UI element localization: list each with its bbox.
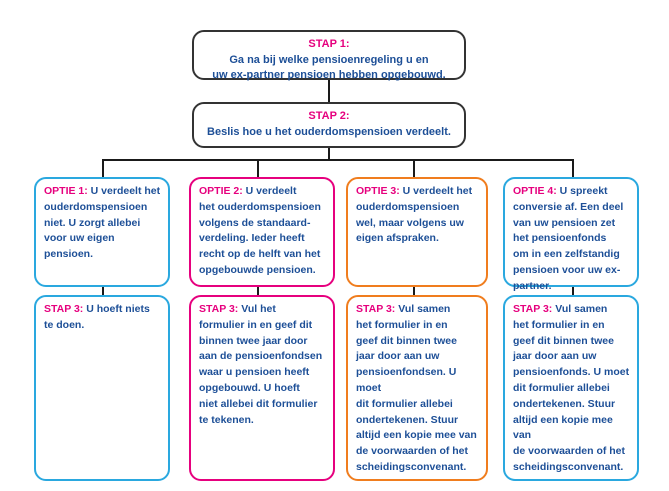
- connector-horizontal: [102, 159, 574, 161]
- step3-2-line-3: binnen twee jaar door: [199, 334, 308, 347]
- option-1-label: OPTIE 1:: [44, 185, 88, 197]
- step3-2-label: STAP 3:: [199, 303, 239, 315]
- step3-4-line-10: scheidingsconvenant.: [513, 460, 624, 473]
- option-4-box: OPTIE 4: U spreekt conversie af. Een dee…: [503, 177, 639, 292]
- option-1-line-1: OPTIE 1: U verdeelt het: [44, 185, 161, 197]
- step3-2-line-8: te tekenen.: [199, 413, 254, 426]
- stap1-heading: STAP 1:: [308, 38, 350, 50]
- option-2-label: OPTIE 2:: [199, 185, 243, 197]
- step3-3-line-10: scheidingsconvenant.: [356, 460, 467, 473]
- connector-branch-3: [413, 159, 415, 177]
- stap1-line-2: uw ex-partner pensioen hebben opgebouwd.: [212, 69, 446, 81]
- step3-2-box: STAP 3: Vul het formulier in en geef dit…: [189, 295, 335, 481]
- option-2-line-6: opgebouwde pensioen.: [199, 263, 316, 276]
- option-2-box: OPTIE 2: U verdeelt het ouderdomspensioe…: [189, 177, 335, 287]
- option-4-line-2: conversie af. Een deel: [513, 200, 624, 213]
- option-2-line-5: recht op de helft van het: [199, 248, 321, 261]
- option-2-line-2: het ouderdomspensioen: [199, 200, 321, 213]
- option-4-line-6: pensioen voor uw ex-: [513, 263, 621, 276]
- option-1-line-5: pensioen.: [44, 248, 94, 261]
- option-3-line-4: eigen afspraken.: [356, 232, 439, 245]
- option-4-line-1: OPTIE 4: U spreekt: [513, 185, 608, 197]
- option-1-line-4: voor uw eigen: [44, 232, 115, 245]
- option-3-box: OPTIE 3: U verdeelt het ouderdomspensioe…: [346, 177, 488, 287]
- step3-2-line-1: STAP 3: Vul het: [199, 303, 276, 315]
- connector-branch-4: [572, 159, 574, 177]
- option-4-line-3: van uw pensioen zet: [513, 216, 616, 229]
- step3-4-line-5: pensioenfonds. U moet: [513, 366, 630, 379]
- step3-4-line-3: geef dit binnen twee: [513, 334, 614, 347]
- step3-3-box: STAP 3: Vul samen het formulier in en ge…: [346, 295, 488, 481]
- step3-2-line-6: opgebouwd. U hoeft: [199, 381, 300, 394]
- step3-1-label: STAP 3:: [44, 303, 84, 315]
- step3-4-line-7: ondertekenen. Stuur: [513, 397, 616, 410]
- stap1-box: STAP 1: Ga na bij welke pensioenregeling…: [192, 30, 466, 81]
- connector-option-4-step: [572, 287, 574, 295]
- option-3-label: OPTIE 3:: [356, 185, 400, 197]
- option-3-line-3: wel, maar volgens uw: [356, 216, 464, 229]
- step3-1-line-1: STAP 3: U hoeft niets: [44, 303, 150, 315]
- step3-2-line-5: waar u pensioen heeft: [199, 366, 310, 379]
- option-1-box: OPTIE 1: U verdeelt het ouderdomspensioe…: [34, 177, 170, 287]
- step3-1-line-2: te doen.: [44, 318, 85, 331]
- connector-branch-1: [102, 159, 104, 177]
- step3-3-line-8: altijd een kopie mee van: [356, 429, 477, 442]
- step3-3-line-7: ondertekenen. Stuur: [356, 413, 459, 426]
- stap2-line-1: Beslis hoe u het ouderdomspensioen verde…: [207, 125, 451, 138]
- option-4-label: OPTIE 4:: [513, 185, 557, 197]
- step3-3-line-2: het formulier in en: [356, 318, 448, 331]
- step3-2-line-4: aan de pensioenfondsen: [199, 350, 323, 363]
- step3-3-line-1: STAP 3: Vul samen: [356, 303, 451, 315]
- step3-4-line-6: dit formulier allebei: [513, 381, 610, 394]
- step3-3-line-3: geef dit binnen twee: [356, 334, 457, 347]
- connector-stap1-stap2: [328, 80, 330, 102]
- step3-2-line-2: formulier in en geef dit: [199, 318, 313, 331]
- step3-4-line-2: het formulier in en: [513, 318, 605, 331]
- step3-2-line-7: niet allebei dit formulier: [199, 397, 318, 410]
- step3-1-box: STAP 3: U hoeft niets te doen.: [34, 295, 170, 481]
- option-4-line-7: partner.: [513, 279, 552, 292]
- step3-4-label: STAP 3:: [513, 303, 553, 315]
- option-1-line-3: niet. U zorgt allebei: [44, 216, 141, 229]
- option-2-line-4: verdeling. Ieder heeft: [199, 232, 305, 245]
- step3-3-line-4: jaar door aan uw: [356, 350, 440, 363]
- step3-3-line-5: pensioenfondsen. U moet: [356, 366, 457, 394]
- connector-option-3-step: [413, 287, 415, 295]
- step3-3-label: STAP 3:: [356, 303, 396, 315]
- option-4-line-4: het pensioenfonds: [513, 232, 607, 245]
- option-4-line-5: om in een zelfstandig: [513, 248, 620, 261]
- step3-4-line-4: jaar door aan uw: [513, 350, 597, 363]
- step3-3-line-6: dit formulier allebei: [356, 397, 453, 410]
- step3-4-line-9: de voorwaarden of het: [513, 445, 626, 458]
- connector-option-1-step: [102, 287, 104, 295]
- connector-option-2-step: [257, 287, 259, 295]
- option-2-line-3: volgens de standaard-: [199, 216, 311, 229]
- option-3-line-2: ouderdomspensioen: [356, 200, 460, 213]
- option-3-line-1: OPTIE 3: U verdeelt het: [356, 185, 473, 197]
- option-1-line-2: ouderdomspensioen: [44, 200, 148, 213]
- step3-3-line-9: de voorwaarden of het: [356, 445, 469, 458]
- step3-4-line-1: STAP 3: Vul samen: [513, 303, 608, 315]
- connector-stap2-trunk: [328, 148, 330, 160]
- stap1-line-1: Ga na bij welke pensioenregeling u en: [229, 53, 429, 66]
- option-2-line-1: OPTIE 2: U verdeelt: [199, 185, 297, 197]
- step3-4-box: STAP 3: Vul samen het formulier in en ge…: [503, 295, 639, 481]
- stap2-heading: STAP 2:: [308, 110, 350, 122]
- connector-branch-2: [257, 159, 259, 177]
- stap2-box: STAP 2: Beslis hoe u het ouderdomspensio…: [192, 102, 466, 148]
- step3-4-line-8: altijd een kopie mee van: [513, 413, 613, 442]
